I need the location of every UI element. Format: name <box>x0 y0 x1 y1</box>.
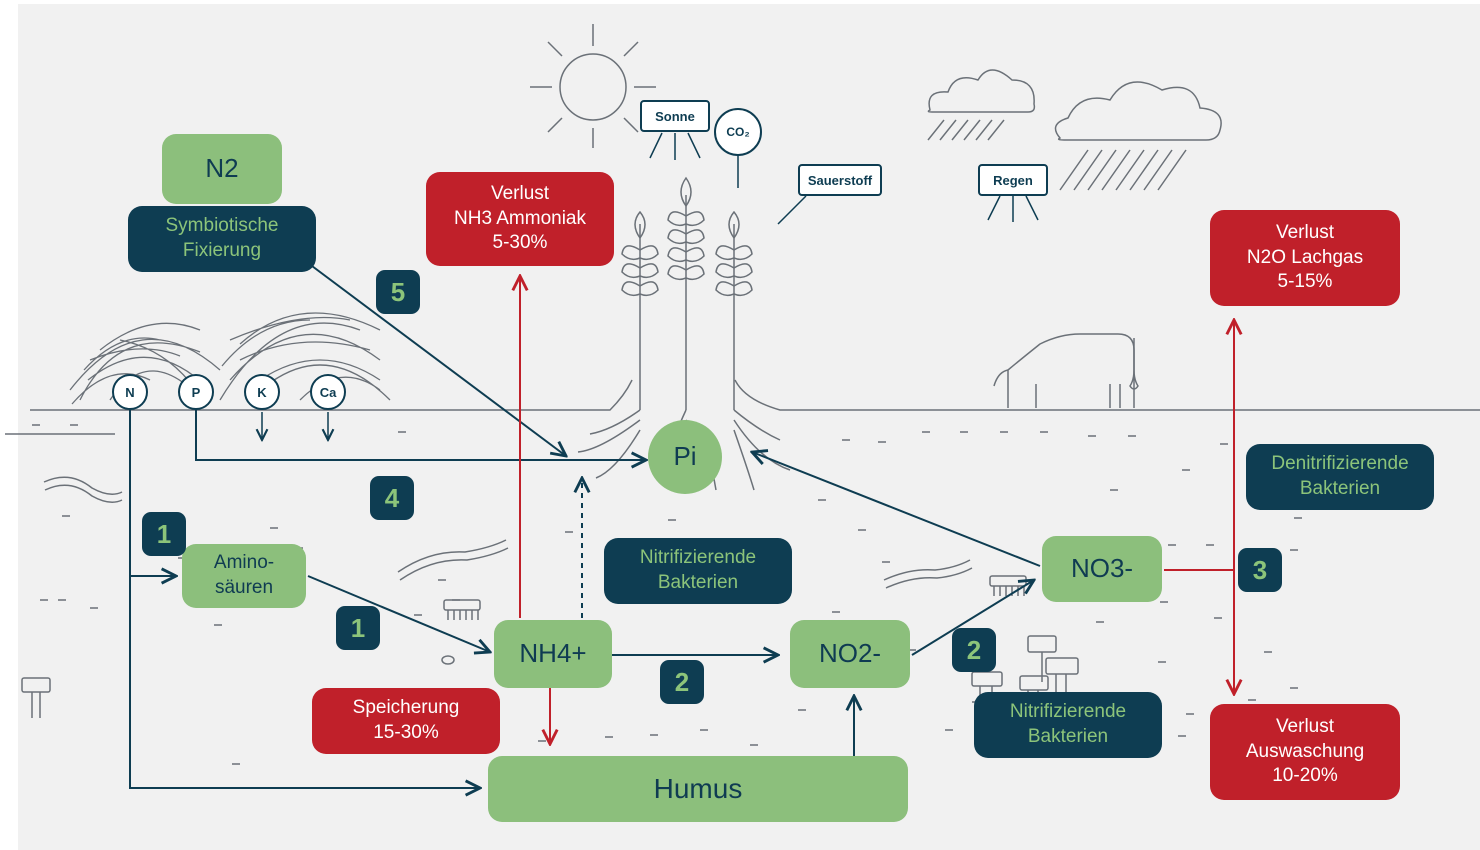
node-nh4: NH4+ <box>494 620 612 688</box>
nutrient-n: N <box>112 374 148 410</box>
node-loss-leaching: Verlust Auswaschung 10-20% <box>1210 704 1400 800</box>
node-humus: Humus <box>488 756 908 822</box>
step-badge-4: 4 <box>370 476 414 520</box>
node-nitrifying-bacteria-2: Nitrifizierende Bakterien <box>974 692 1162 758</box>
step-badge-3: 3 <box>1238 548 1282 592</box>
node-n2: N2 <box>162 134 282 204</box>
step-badge-1-bottom: 1 <box>336 606 380 650</box>
step-badge-1-top: 1 <box>142 512 186 556</box>
step-badge-2-left: 2 <box>660 660 704 704</box>
node-loss-nitrous-oxide: Verlust N2O Lachgas 5-15% <box>1210 210 1400 306</box>
step-badge-2-right: 2 <box>952 628 996 672</box>
oxygen-label: Sauerstoff <box>798 164 882 196</box>
ground-line <box>5 379 1480 435</box>
cloud-illustrations <box>927 69 1222 191</box>
step-badge-5: 5 <box>376 270 420 314</box>
nutrient-k: K <box>244 374 280 410</box>
node-no2: NO2- <box>790 620 910 688</box>
sun-label: Sonne <box>640 100 710 132</box>
hay-illustrations <box>69 312 391 405</box>
node-amino-acids: Amino- säuren <box>182 544 306 608</box>
sun-rays-arrows <box>649 132 1039 225</box>
flow-arrows-navy <box>129 265 1041 788</box>
worm-illustrations <box>43 476 973 665</box>
node-symbiotic-fixation: Symbiotische Fixierung <box>128 206 316 272</box>
co2-label: CO₂ <box>714 108 762 156</box>
sun-illustration <box>530 24 656 148</box>
rain-label: Regen <box>978 164 1048 196</box>
nutrient-arrows <box>262 412 328 440</box>
wheat-illustrations <box>577 176 791 491</box>
node-no3: NO3- <box>1042 536 1162 602</box>
node-storage: Speicherung 15-30% <box>312 688 500 754</box>
node-loss-ammonia: Verlust NH3 Ammoniak 5-30% <box>426 172 614 266</box>
nutrient-ca: Ca <box>310 374 346 410</box>
flow-arrows-red <box>520 276 1234 744</box>
node-denitrifying-bacteria: Denitrifizierende Bakterien <box>1246 444 1434 510</box>
node-nitrifying-bacteria-1: Nitrifizierende Bakterien <box>604 538 792 604</box>
nutrient-p: P <box>178 374 214 410</box>
node-pi: Pi <box>648 420 722 494</box>
cow-illustration <box>993 333 1139 408</box>
